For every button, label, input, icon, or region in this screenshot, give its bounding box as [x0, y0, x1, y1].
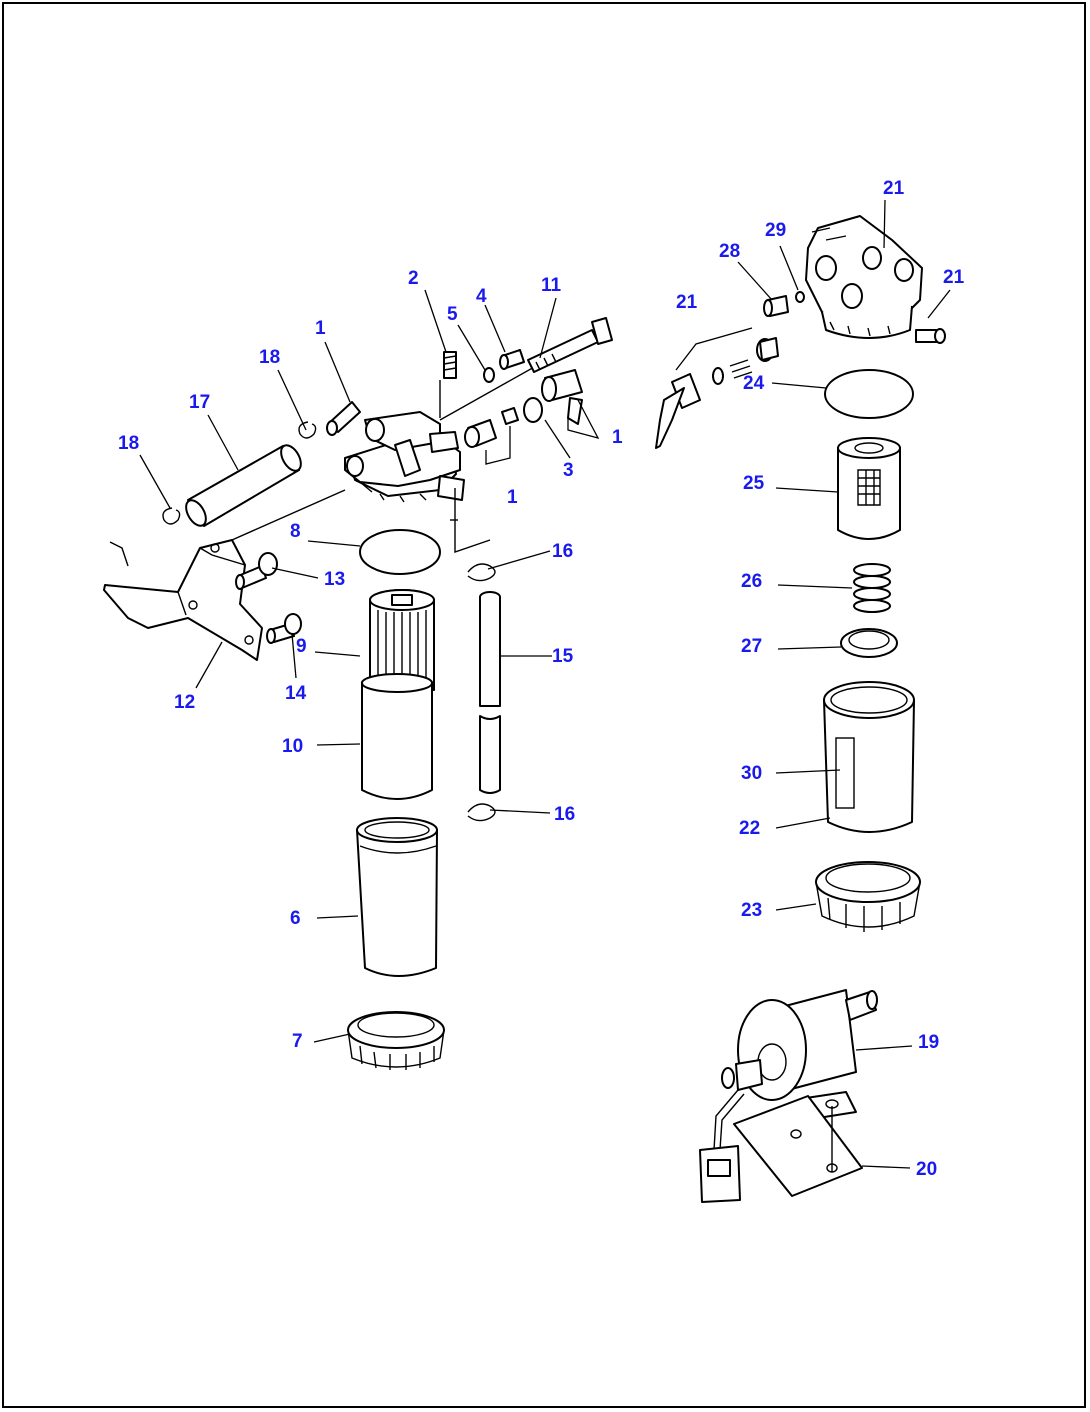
callout-11: 11 — [541, 275, 562, 296]
filter-bowl-10 — [361, 673, 433, 800]
hose-clip-18b — [298, 421, 317, 439]
ring-nut-23 — [815, 861, 921, 932]
callout-4: 4 — [476, 286, 487, 307]
bolt-11 — [527, 317, 613, 373]
washer-5 — [483, 367, 495, 383]
hose-clamp-16b — [467, 803, 496, 822]
callout-25: 25 — [743, 473, 765, 494]
callout-17: 17 — [189, 392, 210, 413]
callout-6: 6 — [290, 908, 301, 929]
filter-head-21 — [805, 215, 923, 339]
callout-30: 30 — [741, 763, 762, 784]
callout-20: 20 — [916, 1159, 937, 1180]
callout-15: 15 — [552, 646, 574, 667]
leader-lines — [139, 199, 951, 1169]
o-ring-29 — [795, 291, 805, 303]
bolt-14 — [266, 613, 302, 644]
callout-7: 7 — [292, 1031, 303, 1052]
callout-12: 12 — [174, 692, 195, 713]
fitting-1-lower-end — [464, 426, 480, 448]
callout-18-upper: 18 — [259, 347, 280, 368]
filter-case-6 — [356, 817, 438, 977]
ring-27 — [840, 628, 898, 658]
tube-17 — [185, 444, 302, 527]
fitting-1-right — [541, 369, 583, 425]
callout-29: 29 — [765, 220, 786, 241]
callout-13: 13 — [324, 569, 345, 590]
hose-clamp-16a — [467, 563, 496, 582]
o-ring-8 — [359, 529, 441, 575]
bracket-leader-1b — [567, 399, 600, 440]
callout-28: 28 — [719, 241, 740, 262]
callout-26: 26 — [741, 571, 762, 592]
bracket-leader-21 — [675, 327, 753, 371]
mounting-bracket — [103, 539, 263, 661]
hose-clip-18a — [162, 507, 181, 525]
callout-10: 10 — [282, 736, 303, 757]
callout-2: 2 — [408, 268, 419, 289]
label-plate-30 — [835, 737, 855, 809]
callout-1-lower: 1 — [507, 487, 518, 508]
ring-nut-7 — [347, 1011, 445, 1070]
callout-16-lower: 16 — [554, 804, 575, 825]
o-ring-3 — [523, 397, 543, 423]
callout-21-right: 21 — [943, 267, 965, 288]
callout-16-upper: 16 — [552, 541, 573, 562]
fitting-4 — [499, 349, 525, 370]
plug-28 — [763, 295, 789, 317]
callout-19: 19 — [918, 1032, 939, 1053]
spring-26 — [853, 563, 891, 613]
callout-22: 22 — [739, 818, 760, 839]
nut-1 — [501, 407, 519, 425]
priming-pump-21 — [655, 337, 779, 449]
bracket-leader-1 — [485, 426, 511, 465]
screw-21-right — [915, 328, 946, 344]
electric-fuel-pump-19 — [721, 989, 878, 1119]
callout-1-right: 1 — [612, 427, 623, 448]
callout-1-head: 1 — [315, 318, 326, 339]
filter-bowl-22 — [823, 681, 915, 833]
o-ring-24 — [824, 369, 914, 419]
filter-element-25 — [837, 437, 901, 540]
callout-18-lower: 18 — [118, 433, 139, 454]
callout-3: 3 — [563, 460, 574, 481]
callout-27: 27 — [741, 636, 762, 657]
callout-24: 24 — [743, 373, 765, 394]
bracket-connector-line — [231, 489, 346, 541]
callout-5: 5 — [447, 304, 458, 325]
callout-23: 23 — [741, 900, 762, 921]
callout-21-top: 21 — [883, 178, 905, 199]
pump-bracket-20 — [733, 1095, 863, 1197]
wiring-connector — [699, 1089, 745, 1203]
filter-head — [326, 401, 491, 553]
callout-21-left: 21 — [676, 292, 698, 313]
bolt-13 — [235, 552, 278, 590]
bleeder-screw — [443, 351, 457, 379]
callout-labels: 1 2 5 4 11 18 17 18 1 3 1 8 16 13 9 15 1… — [118, 178, 965, 1180]
callout-9: 9 — [296, 636, 307, 657]
callout-14: 14 — [285, 683, 307, 704]
callout-8: 8 — [290, 521, 301, 542]
hose-15 — [479, 591, 501, 794]
